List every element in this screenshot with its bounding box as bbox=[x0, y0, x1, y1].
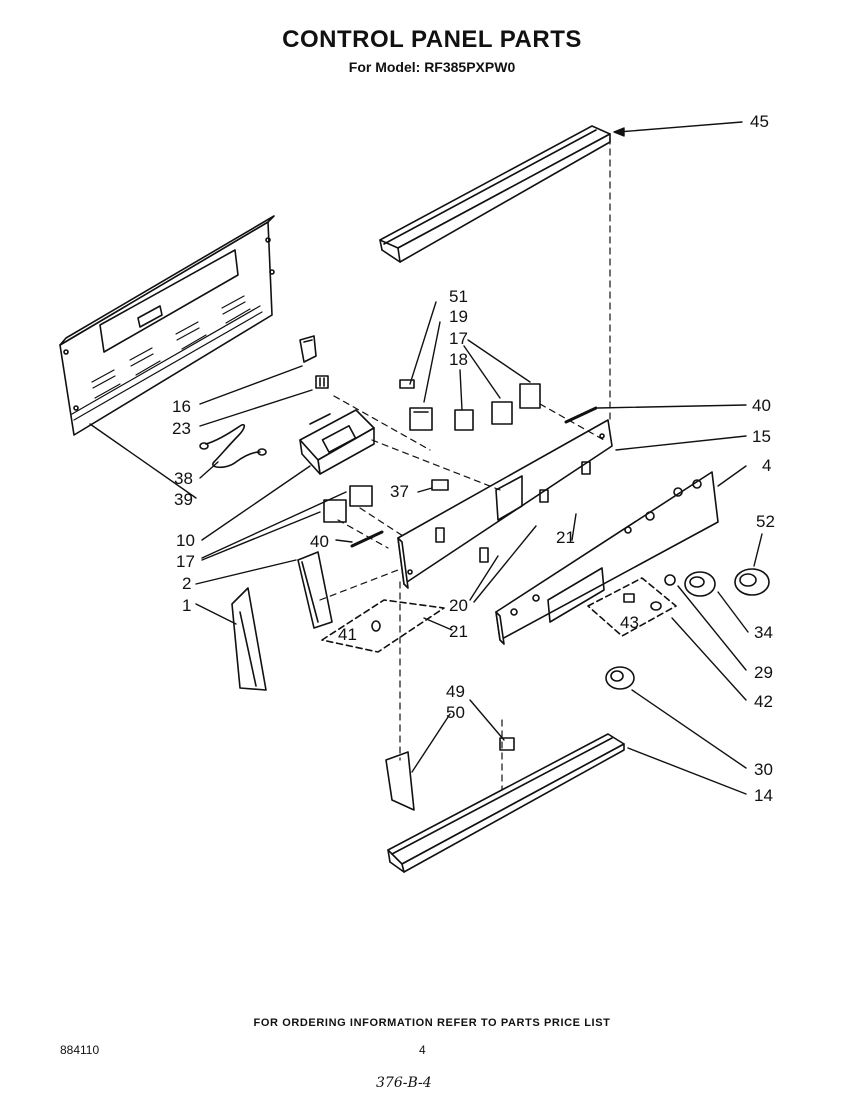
clip-part bbox=[299, 335, 317, 363]
callout-15: 15 bbox=[752, 427, 771, 446]
small-switch bbox=[315, 375, 329, 389]
callout-51: 51 bbox=[449, 287, 468, 306]
callout-50: 50 bbox=[446, 703, 465, 722]
callout-40a: 40 bbox=[752, 396, 771, 415]
ordering-note: FOR ORDERING INFORMATION REFER TO PARTS … bbox=[253, 1017, 611, 1029]
callout-40b: 40 bbox=[310, 532, 329, 551]
callout-21a: 21 bbox=[556, 528, 575, 547]
callout-17a: 17 bbox=[449, 329, 468, 348]
switch-set bbox=[323, 379, 541, 523]
top-trim-strip bbox=[379, 125, 611, 263]
bottom-trim-strip bbox=[387, 733, 625, 873]
callout-23: 23 bbox=[172, 419, 191, 438]
callout-labels: 45 51 19 17 18 16 23 40 15 4 38 39 37 10… bbox=[172, 112, 775, 805]
callout-18: 18 bbox=[449, 350, 468, 369]
control-panel-frame bbox=[397, 419, 613, 589]
front-control-panel bbox=[495, 471, 719, 645]
callout-45: 45 bbox=[750, 112, 769, 131]
knob-34 bbox=[684, 571, 716, 597]
side-bracket-2 bbox=[297, 551, 333, 629]
rear-panel bbox=[59, 215, 275, 436]
callout-17b: 17 bbox=[176, 552, 195, 571]
callout-41: 41 bbox=[338, 625, 357, 644]
subassembly-43 bbox=[587, 577, 677, 637]
knob-52 bbox=[734, 568, 770, 596]
callout-1: 1 bbox=[182, 596, 191, 615]
callout-39: 39 bbox=[174, 490, 193, 509]
callout-34: 34 bbox=[754, 623, 773, 642]
side-bracket-1 bbox=[231, 587, 267, 691]
callout-10: 10 bbox=[176, 531, 195, 550]
bracket-37 bbox=[431, 479, 449, 491]
subassembly-41 bbox=[321, 599, 445, 653]
callout-29: 29 bbox=[754, 663, 773, 682]
document-number: 884110 bbox=[60, 1043, 100, 1057]
callout-42: 42 bbox=[754, 692, 773, 711]
callout-43: 43 bbox=[620, 613, 639, 632]
callout-4: 4 bbox=[762, 456, 771, 475]
callout-21b: 21 bbox=[449, 622, 468, 641]
callout-30: 30 bbox=[754, 760, 773, 779]
callout-37: 37 bbox=[390, 482, 409, 501]
callout-52: 52 bbox=[756, 512, 775, 531]
wire-harness bbox=[199, 423, 267, 469]
page-number: 4 bbox=[419, 1043, 426, 1057]
timer-housing bbox=[299, 409, 375, 475]
page-title: CONTROL PANEL PARTS bbox=[282, 26, 582, 53]
callout-16: 16 bbox=[172, 397, 191, 416]
knob-30 bbox=[605, 666, 635, 690]
callout-20: 20 bbox=[449, 596, 468, 615]
washer-29 bbox=[664, 574, 676, 586]
callout-38: 38 bbox=[174, 469, 193, 488]
callout-2: 2 bbox=[182, 574, 191, 593]
callout-19: 19 bbox=[449, 307, 468, 326]
model-line: For Model: RF385PXPW0 bbox=[348, 59, 516, 75]
handwritten-note: 376-B-4 bbox=[376, 1075, 432, 1091]
callout-14: 14 bbox=[754, 786, 773, 805]
callout-49: 49 bbox=[446, 682, 465, 701]
